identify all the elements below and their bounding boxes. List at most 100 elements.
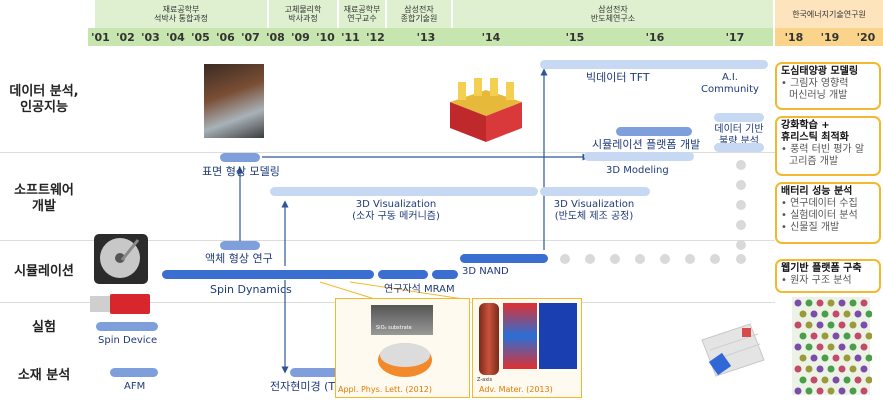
crystal-atom [822,355,829,362]
trail-dot [736,220,746,230]
label-sio2-substrate: SiO₂ substrate [376,325,412,331]
label-3d-nand: 3D NAND [462,266,509,278]
label-spin-dynamics: Spin Dynamics [210,284,292,296]
bar-defect-analysis [714,113,764,122]
bar-3d-visualization-fab [540,187,650,196]
crystal-atom [855,333,862,340]
crystal-atom [811,333,818,340]
crystal-atom [850,388,857,395]
crystal-atom [822,311,829,318]
label-3d-visualization-device: 3D Visualization (소자 구동 메커니즘) [326,199,466,223]
crystal-atom [828,344,835,351]
bar-afm [110,368,158,377]
water-drop-photo [204,64,264,138]
crystal-atom [861,344,868,351]
trail-dot [736,160,746,170]
crystal-structure-icon [790,295,872,397]
box-title: 강화학습 + 휴리스틱 최적화 [781,120,875,144]
bar-mram [378,270,428,279]
crystal-atom [822,377,829,384]
box-title: 웹기반 플랫폼 구축 [781,263,875,275]
crystal-atom [850,322,857,329]
box-item-text: 신물질 개발 [790,222,839,233]
crystal-atom [850,366,857,373]
paper-box-apl: SiO₂ substrate Appl. Phys. Lett. (2012) [335,298,470,398]
trail-dot [736,254,746,264]
crystal-atom [844,355,851,362]
crystal-atom [800,333,807,340]
crystal-atom [828,322,835,329]
crystal-atom [855,311,862,318]
crystal-icon [376,339,434,381]
label-paper-apl: Appl. Phys. Lett. (2012) [338,385,432,394]
bar-mram-2 [432,270,458,279]
crystal-atom [795,388,802,395]
label-3d-visualization-fab: 3D Visualization (반도체 제조 공정) [538,199,650,223]
box-item: 머신러닝 개발 [781,90,875,102]
box-item: • 신물질 개발 [781,222,875,234]
bar-defect-analysis-software [714,143,764,152]
bar-surface-modeling [220,153,260,162]
trail-dot [736,180,746,190]
hard-drive-icon [90,230,152,288]
crystal-atom [861,300,868,307]
label-bigdata-tft: 빅데이터 TFT [586,72,650,84]
trail-dot [710,254,720,264]
crystal-atom [806,366,813,373]
bar-3d-visualization-device [270,187,538,196]
trail-dot [736,200,746,210]
box-item: • 연구데이터 수집 [781,198,875,210]
crystal-atom [806,322,813,329]
box-item-text: 머신러닝 개발 [789,90,847,101]
crystal-atom [817,366,824,373]
bar-bigdata-tft [540,60,768,69]
trail-dot [585,254,595,264]
trail-dot [560,254,570,264]
trail-dot [660,254,670,264]
label-ai-community: A.I. Community [700,72,760,96]
box-item: • 원자 구조 분석 [781,275,875,287]
nanowire-image [479,303,499,375]
crystal-atom [844,311,851,318]
box-reinforcement-learning: 강화학습 + 휴리스틱 최적화 • 풍력 터빈 평가 알 고리즘 개발 [775,116,881,176]
box-item: • 그림자 영향력 [781,78,875,90]
bar-3d-nand [460,254,548,263]
potential-map-image [539,303,577,369]
crystal-atom [839,366,846,373]
label-3d-modeling: 3D Modeling [606,165,669,177]
crystal-atom [811,377,818,384]
bar-spin-device [96,322,158,331]
crystal-atom [833,377,840,384]
crystal-atom [839,388,846,395]
label-afm: AFM [124,381,145,393]
crystal-atom [822,333,829,340]
box-item-text: 그림자 영향력 [790,78,848,89]
crystal-atom [850,344,857,351]
trail-dot [685,254,695,264]
crystal-atom [800,377,807,384]
trail-dot [610,254,620,264]
crystal-atom [833,311,840,318]
box-item: • 풍력 터빈 평가 알 [781,144,875,156]
box-item: • 실험데이터 분석 [781,210,875,222]
crystal-atom [850,300,857,307]
crystal-atom [828,366,835,373]
bar-spin-dynamics [162,270,374,279]
box-title: 배터리 성능 분석 [781,186,875,198]
trail-dot [635,254,645,264]
box-item-text: 풍력 터빈 평가 알 [790,144,864,155]
trail-dot [736,240,746,250]
box-item-text: 연구데이터 수집 [790,198,858,209]
box-item-text: 고리즘 개발 [789,156,838,167]
usb-drive-icon [90,294,152,314]
crystal-atom [800,355,807,362]
crystal-atom [833,355,840,362]
crystal-atom [806,300,813,307]
box-title: 도심태양광 모델링 [781,66,875,78]
crystal-atom [828,388,835,395]
box-item: 고리즘 개발 [781,156,875,168]
crystal-atom [811,355,818,362]
label-spin-device: Spin Device [98,335,157,347]
bar-liquid-shape [220,241,260,250]
bar-simulation-platform [616,127,692,136]
